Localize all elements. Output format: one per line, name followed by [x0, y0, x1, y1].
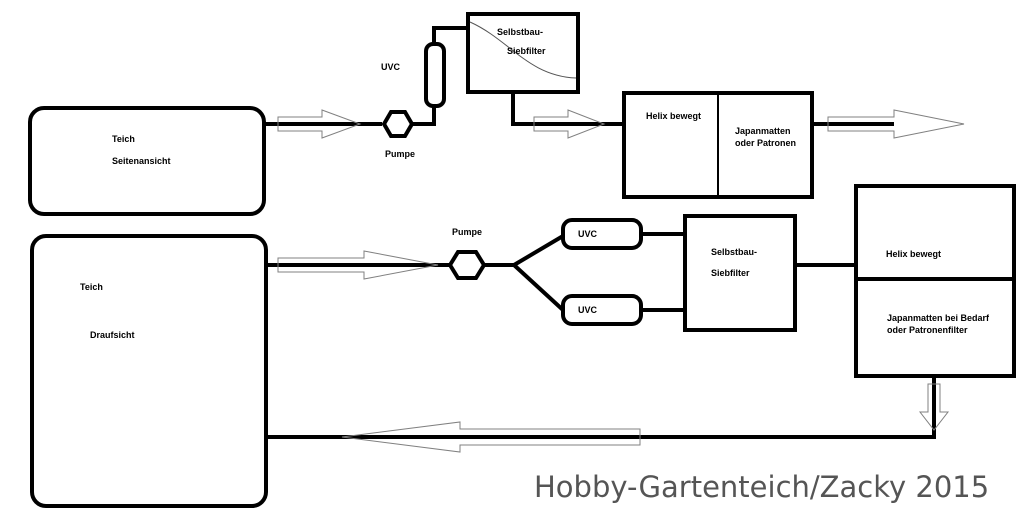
- pump-bottom-icon: [447, 250, 487, 280]
- uvc-bottom-2-box: [561, 294, 643, 326]
- sieve-filter-top-label-2: Siebfilter: [507, 46, 546, 56]
- uvc-top-box: [424, 42, 446, 108]
- mats-top-label-1: Japanmatten: [735, 126, 791, 136]
- pump-top-label: Pumpe: [385, 149, 415, 159]
- sieve-filter-bottom-label-1: Selbstbau-: [711, 247, 757, 257]
- pond-side-label-2: Seitenansicht: [112, 156, 171, 166]
- sieve-filter-bottom-box: [683, 214, 797, 332]
- pond-side-view-box: [28, 106, 266, 216]
- pond-top-view-box: [30, 234, 268, 508]
- pipe-return-bottom: [266, 376, 936, 439]
- helix-top-label: Helix bewegt: [646, 111, 701, 121]
- uvc-bottom-2-label: UVC: [578, 305, 598, 315]
- flow-arrow-top-1: [277, 109, 362, 139]
- flow-arrow-top-2: [533, 109, 606, 139]
- flow-arrow-down: [918, 383, 950, 431]
- mats-top-label-2: oder Patronen: [735, 138, 796, 148]
- pond-side-label-1: Teich: [112, 134, 135, 144]
- sieve-filter-bottom-label-2: Siebfilter: [711, 268, 750, 278]
- pump-bottom-label: Pumpe: [452, 227, 482, 237]
- pipe-split-to-uvc-bottom: [512, 263, 565, 312]
- helix-bottom-label: Helix bewegt: [886, 249, 941, 259]
- pipe-pump-to-uvc-top: [412, 106, 436, 126]
- uvc-bottom-1-box: [561, 218, 643, 250]
- uvc-bottom-1-label: UVC: [578, 229, 598, 239]
- mats-bottom-label-1: Japanmatten bei Bedarf: [887, 313, 990, 323]
- pump-top-icon: [381, 110, 415, 138]
- uvc-top-label: UVC: [381, 62, 401, 72]
- watermark-text: Hobby-Gartenteich/Zacky 2015: [534, 470, 989, 504]
- mats-bottom-label-2: oder Patronenfilter: [887, 325, 968, 335]
- pipe-uvc-to-filter-top: [432, 26, 468, 44]
- pond-top-label-2: Draufsicht: [90, 330, 135, 340]
- pipe-filter-to-chamber-top: [511, 92, 624, 126]
- flow-arrow-return: [341, 421, 641, 453]
- sieve-filter-top-label-1: Selbstbau-: [497, 27, 543, 37]
- pond-top-label-1: Teich: [80, 282, 103, 292]
- flow-arrow-bottom-1: [277, 250, 439, 280]
- sieve-filter-top-box: [466, 12, 580, 94]
- flow-arrow-top-3: [827, 109, 965, 139]
- pipe-split-to-uvc-top: [512, 234, 565, 267]
- sieve-screen-curve: [469, 21, 577, 79]
